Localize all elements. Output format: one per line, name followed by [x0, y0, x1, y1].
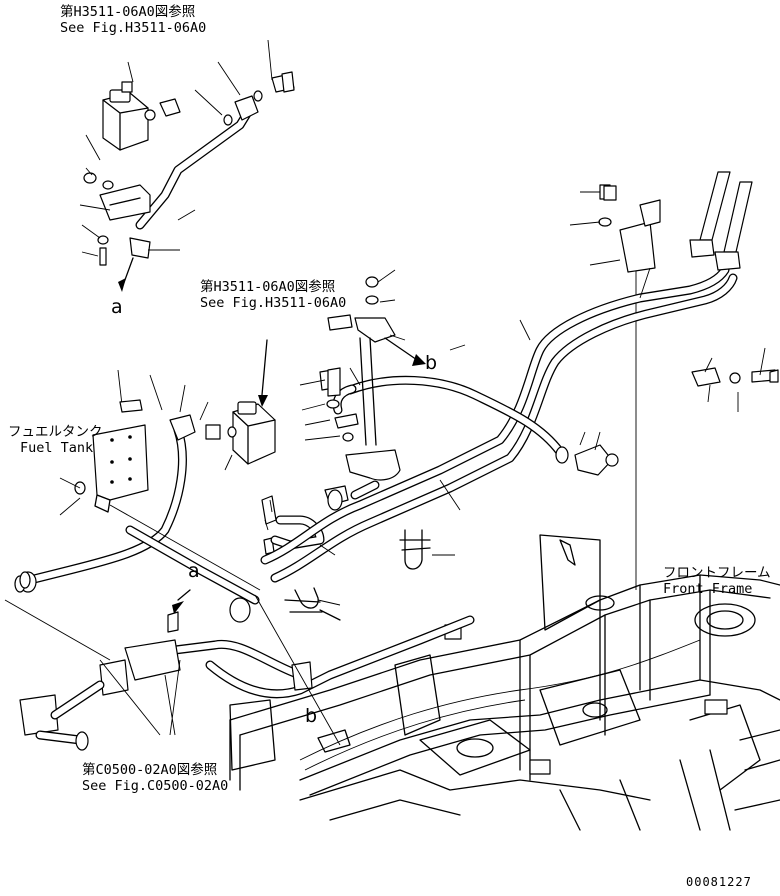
- front-frame-label-jp: フロントフレーム: [663, 565, 771, 581]
- reference-label-bottom-en: See Fig.C0500-02A0: [82, 778, 229, 794]
- reference-label-center-jp: 第H3511-06A0図参照: [200, 279, 336, 295]
- reference-label-top-left-en: See Fig.H3511-06A0: [60, 20, 207, 36]
- reference-label-center-en: See Fig.H3511-06A0: [200, 295, 347, 311]
- connection-marker-b-top: b: [425, 352, 438, 374]
- connection-marker-a-top: a: [111, 296, 123, 318]
- fuel-tank-label-jp: フュエルタンク: [8, 424, 103, 440]
- front-frame-structure: [229, 534, 780, 831]
- front-frame-label-en: Front Frame: [663, 581, 753, 597]
- callout-leaders: [59, 191, 766, 606]
- solenoid-valve-upper: [102, 81, 156, 151]
- connection-marker-b-bottom: b: [305, 705, 318, 727]
- fuel-tank-bracket: [74, 424, 149, 513]
- connection-marker-a-mid: a: [188, 560, 200, 582]
- bolts: [119, 71, 779, 413]
- solenoid-valve-center: [205, 401, 276, 465]
- reference-label-top-left-jp: 第H3511-06A0図参照: [60, 4, 196, 20]
- fuel-lines: [125, 265, 738, 699]
- fuel-tank-label-en: Fuel Tank: [20, 440, 94, 456]
- drawing-number: 00081227: [686, 875, 752, 889]
- reference-label-bottom-jp: 第C0500-02A0図参照: [82, 762, 218, 778]
